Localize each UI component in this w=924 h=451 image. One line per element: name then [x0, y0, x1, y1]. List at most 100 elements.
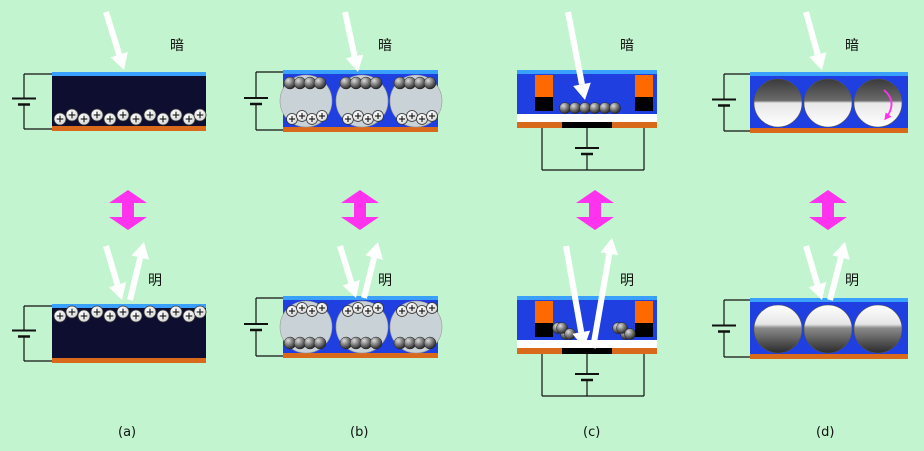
plus-particle-icon: [286, 113, 298, 125]
twisting-ball: [853, 78, 903, 128]
bright-label-d: 明: [845, 273, 859, 289]
rotation-arrow-icon: [883, 89, 893, 121]
light-arrow-icon: [361, 242, 383, 299]
plus-particle-icon: [129, 112, 143, 126]
bright-label-c: 明: [620, 273, 634, 289]
double-arrow-shape: [809, 190, 847, 230]
light-arrow-icon: [803, 11, 827, 70]
gray-sphere-particle-icon: [313, 336, 327, 350]
dark-label-b: 暗: [378, 38, 392, 54]
double-arrow-shape: [576, 190, 614, 230]
plus-particle-icon: [416, 305, 428, 317]
plus-particle-icon: [362, 113, 374, 125]
double-arrow-shape: [109, 190, 147, 230]
dark-label-a: 暗: [170, 38, 184, 54]
plus-particle-icon: [352, 110, 364, 122]
top-electrode: [517, 296, 657, 300]
plus-particle-icon: [103, 309, 117, 323]
bright-label-b: 明: [378, 273, 392, 289]
bottom-electrode: [750, 128, 908, 133]
plus-particle-icon: [182, 309, 196, 323]
plus-particle-icon: [53, 112, 67, 126]
plus-particle-icon: [156, 112, 170, 126]
right-spacer: [635, 75, 653, 97]
twisting-ball: [803, 78, 853, 128]
plus-particle-icon: [406, 110, 418, 122]
gray-sphere-particle-icon: [599, 102, 611, 114]
plus-particle-icon: [143, 305, 157, 319]
plus-particle-icon: [296, 110, 308, 122]
left-collector-electrode: [535, 97, 553, 111]
arrow-shaft: [103, 11, 123, 56]
light-arrow-icon: [565, 11, 591, 100]
top-electrode: [52, 304, 206, 308]
twisting-ball: [753, 78, 803, 128]
plus-particle-icon: [306, 113, 318, 125]
plus-particle-icon: [116, 305, 130, 319]
gray-sphere-particle-icon: [313, 76, 327, 90]
gray-sphere-particle-icon: [616, 322, 628, 334]
center-electrode: [562, 348, 612, 354]
arrow-shaft: [590, 253, 613, 349]
plus-particle-icon: [342, 305, 354, 317]
battery-icon: [541, 128, 645, 171]
arrow-head: [110, 52, 128, 70]
arrow-head: [365, 242, 383, 260]
caption-c: (c): [583, 425, 600, 440]
gray-sphere-particle-icon: [556, 322, 568, 334]
plus-particle-icon: [396, 113, 408, 125]
twisting-ball: [803, 304, 853, 354]
plus-particle-icon: [77, 309, 91, 323]
arrow-shaft: [563, 245, 585, 333]
arrow-shaft: [803, 11, 821, 56]
plus-particle-icon: [90, 108, 104, 122]
plus-particle-icon: [426, 110, 438, 122]
left-collector-electrode: [535, 323, 553, 337]
plus-particle-icon: [316, 110, 328, 122]
double-arrow-icon: [109, 190, 147, 230]
gray-sphere-particle-icon: [624, 328, 636, 340]
top-electrode: [517, 70, 657, 74]
plus-particle-icon: [193, 108, 207, 122]
light-arrow-icon: [342, 11, 364, 72]
arrow-shaft: [803, 245, 821, 286]
gray-sphere-particle-icon: [609, 102, 621, 114]
plus-particle-icon: [53, 309, 67, 323]
reflective-layer: [517, 114, 657, 122]
arrow-shaft: [337, 245, 355, 284]
light-arrow-icon: [337, 245, 360, 298]
battery-icon: [12, 73, 52, 130]
plus-particle-icon: [342, 113, 354, 125]
plus-particle-icon: [306, 305, 318, 317]
right-spacer: [635, 301, 653, 323]
arrow-shaft: [565, 11, 585, 85]
arrow-shaft: [361, 256, 378, 299]
battery-icon: [244, 71, 283, 131]
arrow-shaft: [103, 245, 121, 286]
plus-particle-icon: [416, 113, 428, 125]
plus-particle-icon: [362, 305, 374, 317]
bright-label-a: 明: [148, 273, 162, 289]
right-collector-electrode: [635, 323, 653, 337]
light-arrow-icon: [103, 11, 128, 70]
plus-particle-icon: [77, 112, 91, 126]
left-spacer: [535, 75, 553, 97]
gray-sphere-particle-icon: [423, 76, 437, 90]
light-arrow-icon: [803, 245, 827, 300]
arrow-shaft: [827, 256, 844, 301]
plus-particle-icon: [396, 305, 408, 317]
dark-label-d: 暗: [845, 38, 859, 54]
plus-particle-icon: [116, 108, 130, 122]
top-electrode: [750, 72, 908, 76]
caption-a: (a): [118, 425, 136, 440]
arrow-head: [809, 52, 827, 70]
plus-particle-icon: [156, 309, 170, 323]
top-electrode: [283, 70, 438, 74]
right-collector-electrode: [635, 97, 653, 111]
center-electrode: [562, 122, 612, 128]
arrow-head: [342, 280, 360, 298]
top-electrode: [283, 296, 438, 300]
arrow-head: [131, 242, 149, 260]
plus-particle-icon: [372, 302, 384, 314]
